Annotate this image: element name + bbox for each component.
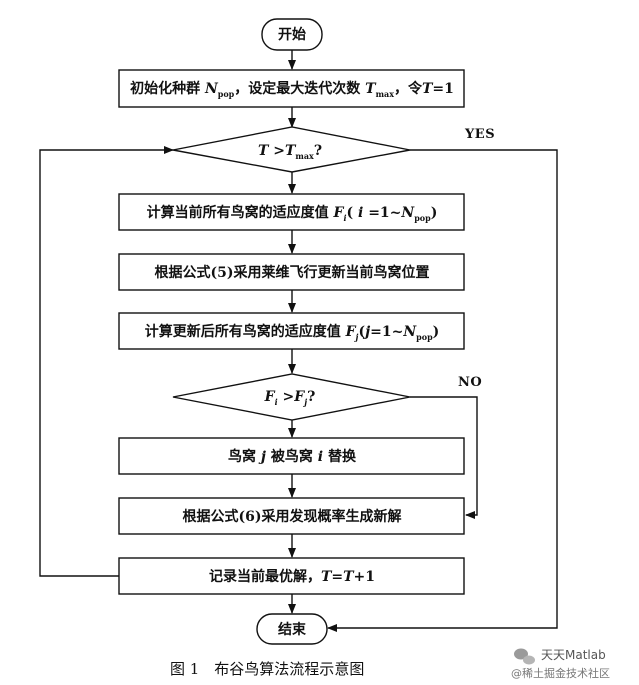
calc1-box [118,193,465,231]
cond2-label: Fi >Fj? [264,389,316,407]
levy-label: 根据公式(5)采用莱维飞行更新当前鸟窝位置 [155,264,430,281]
end-terminal [256,613,328,645]
discover-label: 根据公式(6)采用发现概率生成新解 [183,508,402,525]
levy-box [118,253,465,291]
record-box [118,557,465,595]
edge-yes-end [327,149,558,632]
init-label: 初始化种群 Npop，设定最大迭代次数 Tmax，令T=1 [130,80,454,99]
cond2-diamond [172,373,411,421]
record-label: 记录当前最优解，T=T+1 [209,568,375,585]
calc2-box [118,312,465,350]
edge-loop-back [39,146,174,577]
wechat-icon [514,648,535,665]
replace-label: 鸟窝 j 被鸟窝 i 替换 [228,448,357,465]
calc1-label: 计算当前所有鸟窝的适应度值 Fi( i =1~Npop) [147,204,438,223]
watermark-line1: 天天Matlab [541,648,606,662]
cond1-label: T >Tmax? [258,143,322,161]
no-label: NO [458,375,482,390]
yes-label: YES [464,127,495,142]
watermark-line2: @稀土掘金技术社区 [511,666,610,680]
replace-box [118,437,465,475]
discover-box [118,497,465,535]
init-box [118,69,465,108]
edge-no-discover [410,396,478,519]
start-terminal [261,18,323,51]
calc2-label: 计算更新后所有鸟窝的适应度值 Fj(j=1~Npop) [145,323,440,342]
figure-caption: 图 1 布谷鸟算法流程示意图 [170,660,364,678]
watermark: 天天Matlab @稀土掘金技术社区 [511,648,610,680]
start-label: 开始 [278,26,306,43]
cond1-diamond [172,126,411,173]
end-label: 结束 [278,621,307,638]
